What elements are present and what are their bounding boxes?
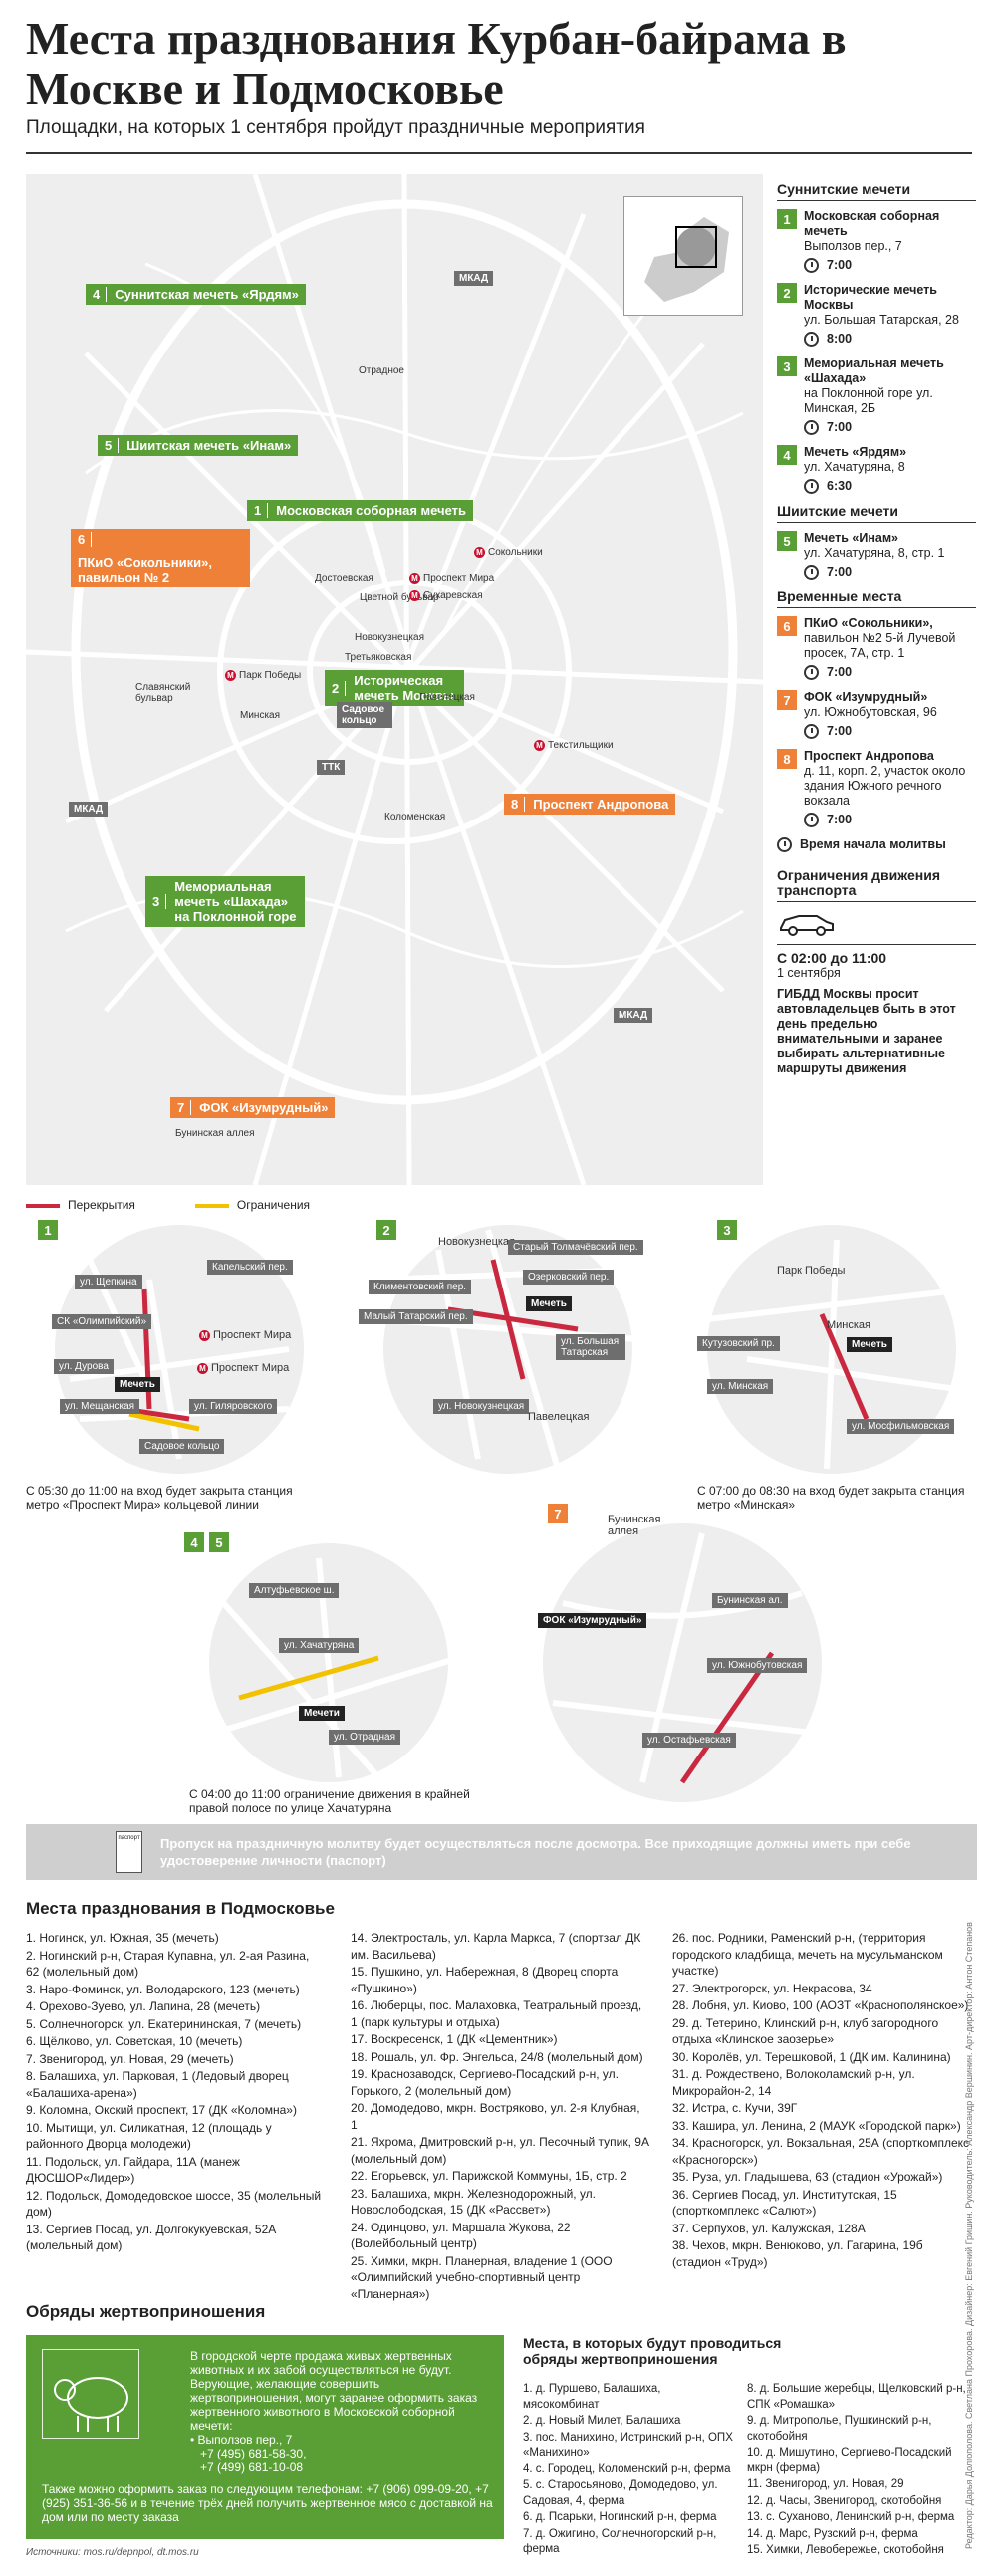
sacrifice-title: Обряды жертвоприношения (26, 2302, 266, 2321)
mkad-label: МКАД (614, 1008, 653, 1023)
mosque-marker: Мечеть (526, 1296, 572, 1311)
clock-icon (804, 479, 819, 494)
page-title: Места празднования Курбан-байрама в Моск… (26, 13, 847, 114)
station-paveletskaya: Павелецкая (419, 692, 475, 703)
passport-icon: паспорт (116, 1831, 142, 1873)
clock-icon (804, 724, 819, 739)
divider (26, 152, 972, 154)
station-otradnoe: Отрадное (359, 365, 404, 376)
inset-7: 7 Бунинская аллея Бунинская ал. ФОК «Изу… (533, 1504, 832, 1802)
traffic-heading: Ограничения движения транспорта (777, 868, 976, 902)
passport-notice: паспорт Пропуск на праздничную молитву б… (26, 1824, 977, 1880)
station-minskaya: Минская (240, 710, 281, 721)
mkad-label: МКАД (69, 802, 109, 817)
traffic-text: ГИБДД Москвы просит автовладельцев быть … (777, 987, 956, 1075)
page-subtitle: Площадки, на которых 1 сентября пройдут … (26, 117, 645, 138)
clock-icon (804, 665, 819, 680)
inset-1-note: С 05:30 до 11:00 на вход будет закрыта с… (26, 1484, 293, 1512)
sacrifice-places-2: 8. д. Большие жеребцы, Щелковский р-н, С… (747, 2383, 966, 2556)
inset-1: 1 ул. Щепкина Капельский пер. СК «Олимпи… (30, 1220, 329, 1479)
sources: Источники: mos.ru/depnpol, dt.mos.ru (26, 2547, 199, 2558)
clock-icon (804, 258, 819, 273)
region-column-3: 26. пос. Родники, Раменский р-н, (террит… (672, 1931, 970, 2269)
traffic-time: С 02:00 до 11:00 (777, 944, 976, 966)
station-slavyansky: Славянский бульвар (135, 682, 191, 704)
sacrifice-places-heading: Места, в которых будут проводиться обряд… (523, 2335, 782, 2367)
clock-icon (804, 813, 819, 827)
legend-heading: Суннитские мечети (777, 182, 976, 201)
legend-heading: Шиитские мечети (777, 504, 976, 523)
inset-4-5: 4 5 Алтуфьевское ш. ул. Хачатуряна Мечет… (179, 1532, 478, 1787)
ttk-label: ТТК (317, 760, 346, 775)
station-tretyakovskaya: Третьяковская (345, 652, 412, 663)
clock-icon (804, 332, 819, 347)
inset-4-5-note: С 04:00 до 11:00 ограничение движения в … (189, 1787, 470, 1815)
clock-icon (804, 420, 819, 435)
station-dostoevskaya: Достоевская (315, 573, 373, 584)
mkad-label: МКАД (454, 271, 494, 286)
inset-3: 3 Парк Победы Минская Кутузовский пр. Ме… (687, 1220, 976, 1479)
region-column-2: 14. Электросталь, ул. Карла Маркса, 7 (с… (351, 1931, 649, 2301)
ram-icon (42, 2349, 139, 2439)
road-legend: Перекрытия Ограничения (26, 1198, 310, 1212)
mosque-marker: Мечети (299, 1706, 345, 1721)
clock-icon (777, 837, 792, 852)
region-title: Места празднования в Подмосковье (26, 1899, 335, 1918)
traffic-date: 1 сентября (777, 966, 841, 980)
mosque-marker: Мечеть (847, 1337, 892, 1352)
legend-heading: Временные места (777, 589, 976, 608)
region-column-1: 1. Ногинск, ул. Южная, 35 (мечеть)2. Ног… (26, 1931, 322, 2252)
car-icon (780, 915, 834, 936)
mosque-marker: ФОК «Изумрудный» (538, 1613, 647, 1628)
region-overview-map (623, 196, 743, 316)
inset-3-note: С 07:00 до 08:30 на вход будет закрыта с… (697, 1484, 965, 1512)
mosque-marker: Мечеть (115, 1377, 160, 1392)
sadovoe-label: Садовое кольцо (337, 702, 392, 728)
clock-icon (804, 565, 819, 580)
station-kolomenskaya: Коломенская (384, 812, 446, 822)
station-tsvetnoy: Цветной бульвар (360, 592, 439, 603)
sacrifice-info-box: В городской черте продажа живых жертвенн… (26, 2335, 504, 2539)
prayer-time-key: Время начала молитвы (777, 837, 976, 852)
station-buninskaya: Бунинская аллея (175, 1128, 255, 1139)
inset-2: 2 Новокузнецкая Старый Толмачёвский пер.… (359, 1220, 657, 1479)
station-novokuznetskaya: Новокузнецкая (355, 632, 424, 643)
credits: Редактор: Дарья Долгополова. Светлана Пр… (964, 1922, 974, 2549)
